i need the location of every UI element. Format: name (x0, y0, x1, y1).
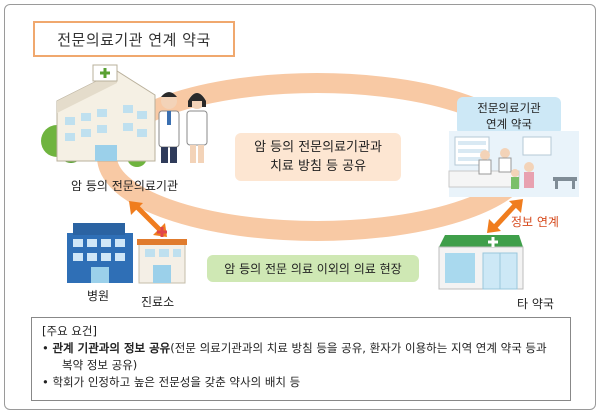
hospital-clinic-icon (67, 223, 187, 284)
specialist-hospital-icon (41, 64, 208, 167)
requirement-item-1-rest: (전문 의료기관과의 치료 방침 등을 공유, 환자가 이용하는 지역 연계 약… (170, 341, 547, 355)
requirements-header: [주요 요건] (42, 324, 97, 338)
requirement-item-2: • 학회가 인정하고 높은 전문성을 갖춘 약사의 배치 등 (42, 375, 301, 389)
requirements-box: [주요 요건] • 관계 기관과의 정보 공유(전문 의료기관과의 치료 방침 … (31, 317, 571, 401)
center-label-line2: 치료 방침 등 공유 (269, 159, 367, 174)
info-link-label: 정보 연계 (511, 215, 559, 229)
requirement-item-2-text: 학회가 인정하고 높은 전문성을 갖춘 약사의 배치 등 (52, 375, 301, 389)
page-title: 전문의료기관 연계 약국 (33, 21, 235, 57)
linked-pharmacy-line2: 연계 약국 (486, 117, 532, 131)
info-link-arrow (487, 199, 523, 233)
non-specialist-field-label: 암 등의 전문 의료 이외의 의료 현장 (207, 255, 419, 282)
linked-pharmacy-label: 전문의료기관 연계 약국 (457, 97, 561, 135)
other-pharmacy-label: 타 약국 (517, 297, 554, 311)
requirement-item-1: • 관계 기관과의 정보 공유(전문 의료기관과의 치료 방침 등을 공유, 환… (42, 341, 547, 355)
requirement-item-1-bold: 관계 기관과의 정보 공유 (52, 341, 171, 355)
hospital-label: 병원 (87, 289, 110, 303)
clinic-label: 진료소 (141, 295, 175, 309)
shared-treatment-policy-label: 암 등의 전문의료기관과 치료 방침 등 공유 (235, 133, 401, 181)
other-pharmacy-icon (438, 235, 524, 290)
pharmacy-interior-icon (448, 131, 579, 197)
diagram-frame: 전문의료기관 연계 약국 암 등의 전문의료기관 (4, 4, 596, 410)
requirement-item-1-cont: 복약 정보 공유) (62, 358, 138, 372)
linked-pharmacy-line1: 전문의료기관 (477, 101, 541, 115)
center-label-line1: 암 등의 전문의료기관과 (254, 140, 382, 155)
specialist-hospital-label: 암 등의 전문의료기관 (71, 179, 178, 193)
